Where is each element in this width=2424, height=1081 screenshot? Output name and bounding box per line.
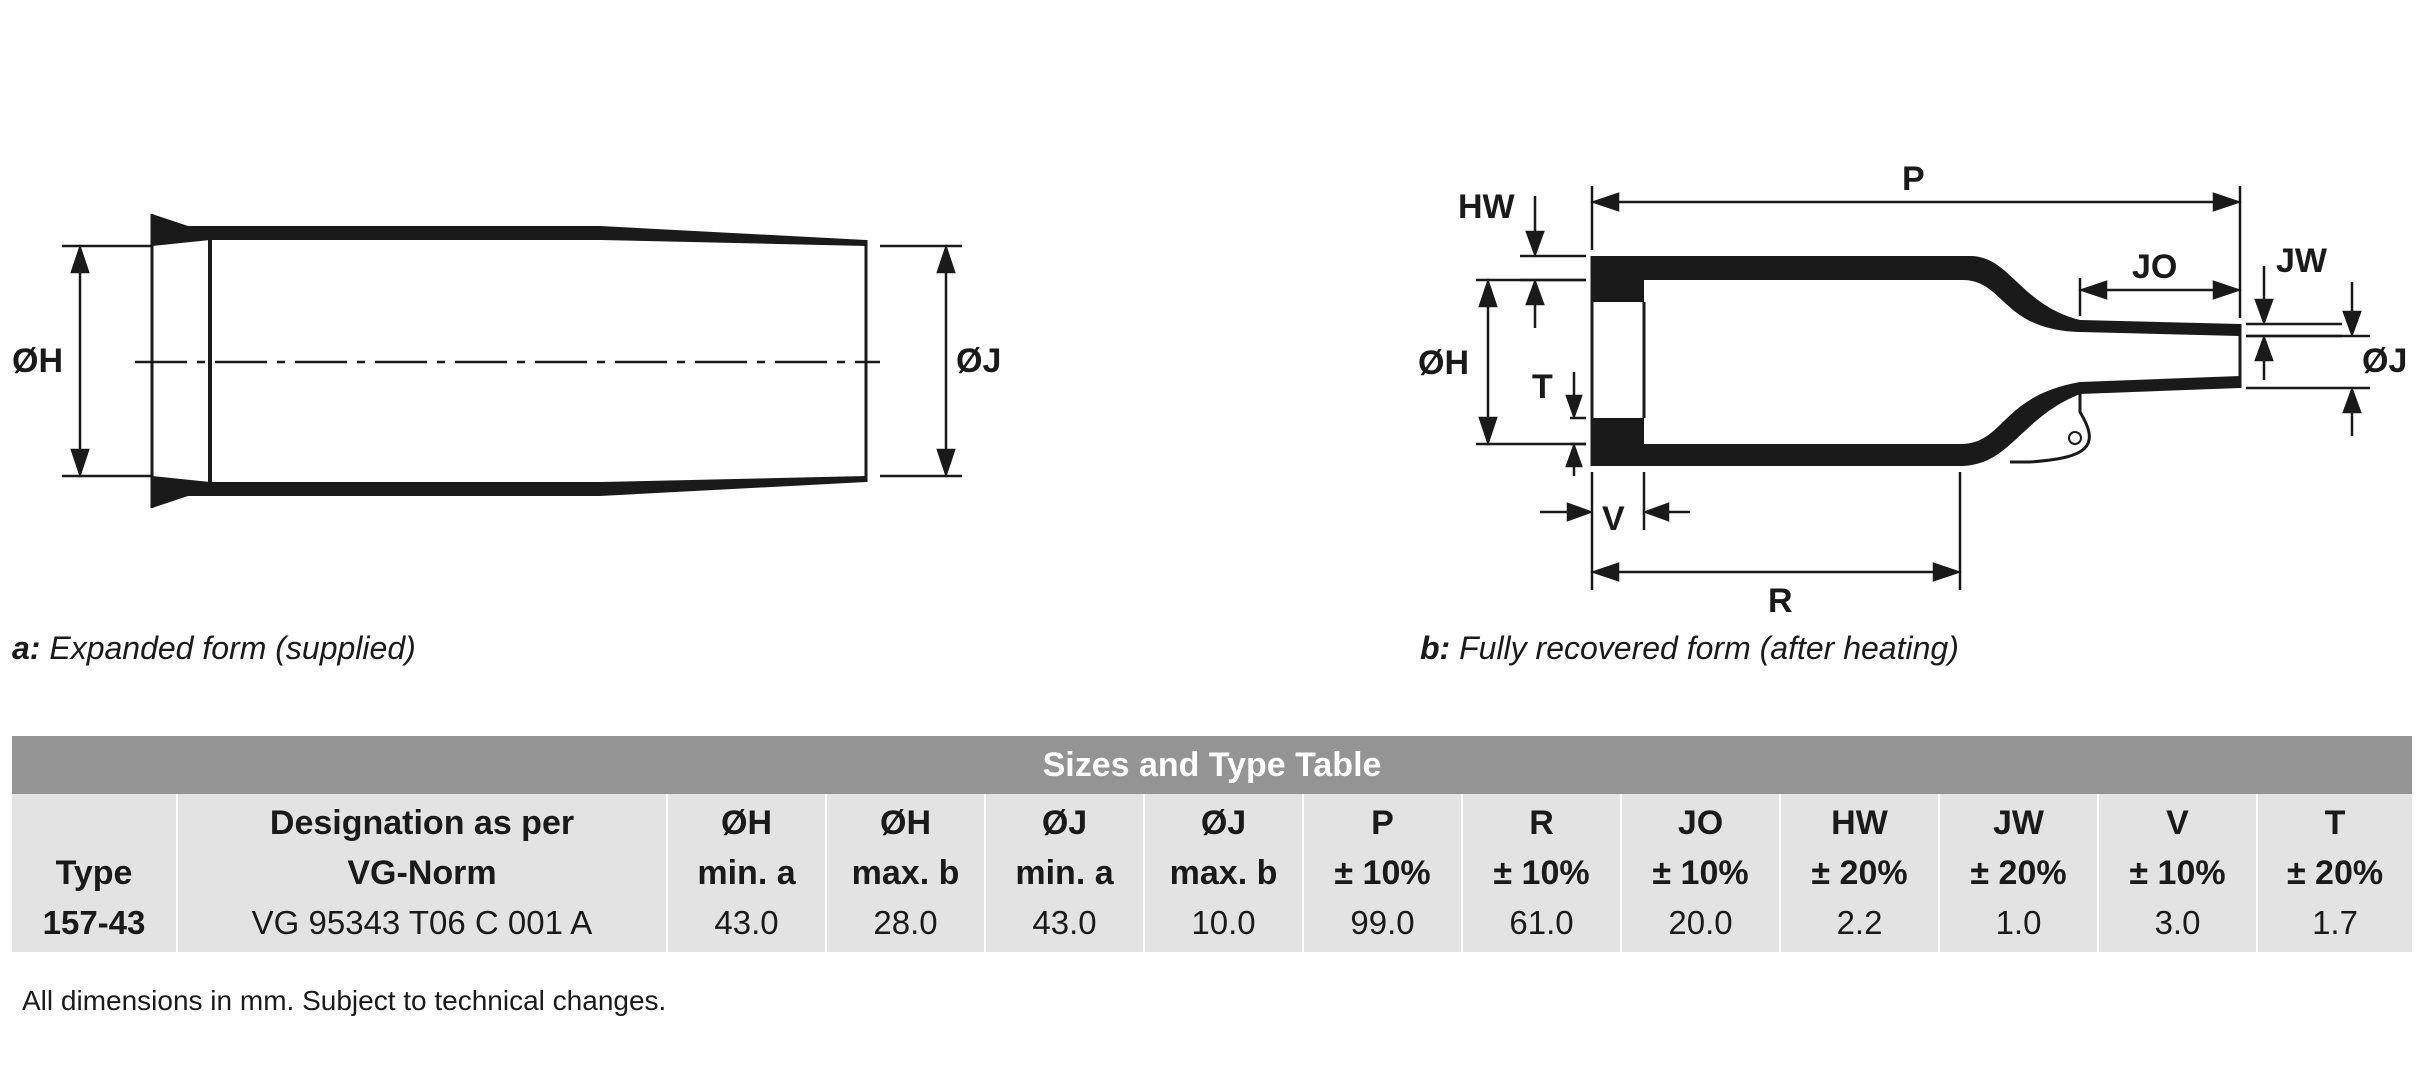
caption-b-letter: b: [1420, 630, 1451, 666]
cell-oj-max: 10.0 [1143, 898, 1303, 952]
header-oh-max: ØH max. b [825, 794, 985, 898]
label-oj-b: ØJ [2362, 342, 2407, 380]
dimension-p [1590, 186, 2242, 318]
header-r: R ± 10% [1461, 794, 1621, 898]
label-jo: JO [2132, 248, 2177, 286]
sizes-type-table: Sizes and Type Table Type Designation as … [12, 736, 2413, 952]
header-designation-line-2: VG-Norm [347, 854, 497, 892]
header-p-line-2: ± 10% [1334, 854, 1431, 892]
label-jw: JW [2276, 242, 2328, 280]
cell-hw: 2.2 [1779, 898, 1939, 952]
header-jw-line-1: JW [1993, 804, 2044, 842]
recovered-body [1590, 256, 2242, 466]
header-oj-min: ØJ min. a [984, 794, 1144, 898]
caption-expanded-form: a: Expanded form (supplied) [12, 630, 416, 667]
header-oj-min-line-1: ØJ [1041, 804, 1088, 842]
header-oh-min-line-1: ØH [721, 804, 772, 842]
label-t: T [1532, 368, 1553, 406]
caption-a-text: Expanded form (supplied) [40, 630, 416, 666]
dimension-oh [62, 244, 152, 478]
header-oh-max-line-1: ØH [880, 804, 931, 842]
expanded-form-drawing: ØH ØJ [12, 214, 1001, 508]
caption-a-letter: a: [12, 630, 41, 666]
dimension-jo [2078, 278, 2242, 316]
dimension-jw [2246, 266, 2342, 380]
cell-oj-min: 43.0 [984, 898, 1144, 952]
label-v: V [1602, 500, 1625, 538]
header-jw-line-2: ± 20% [1970, 854, 2067, 892]
header-p-line-1: P [1371, 804, 1394, 842]
header-oj-max-line-1: ØJ [1200, 804, 1247, 842]
header-type-line-2: Type [55, 854, 133, 892]
header-oj-max-line-2: max. b [1169, 854, 1278, 892]
cell-type: 157-43 [42, 904, 146, 941]
header-p: P ± 10% [1302, 794, 1462, 898]
header-t: T ± 20% [2255, 794, 2413, 898]
cell-oh-min: 43.0 [666, 898, 826, 952]
dimension-r [1590, 472, 1962, 590]
header-jo: JO ± 10% [1620, 794, 1780, 898]
header-jw: JW ± 20% [1938, 794, 2098, 898]
header-jo-line-1: JO [1677, 804, 1724, 842]
cell-jo: 20.0 [1620, 898, 1780, 952]
label-hw: HW [1458, 188, 1516, 226]
header-jo-line-2: ± 10% [1652, 854, 1749, 892]
cell-t: 1.7 [2255, 898, 2413, 952]
cell-jw: 1.0 [1938, 898, 2098, 952]
label-p: P [1902, 160, 1925, 198]
header-t-line-1: T [2324, 804, 2346, 842]
dimension-oh-b [1476, 278, 1586, 446]
header-oj-max: ØJ max. b [1143, 794, 1303, 898]
header-v: V ± 10% [2097, 794, 2257, 898]
cell-designation: VG 95343 T06 C 001 A [176, 898, 667, 952]
footnote: All dimensions in mm. Subject to technic… [22, 985, 667, 1016]
header-r-line-1: R [1529, 804, 1554, 842]
cell-p: 99.0 [1302, 898, 1462, 952]
label-oj: ØJ [956, 342, 1001, 380]
dimension-v [1540, 472, 1690, 590]
header-v-line-2: ± 10% [2129, 854, 2226, 892]
label-oh: ØH [12, 342, 63, 380]
header-hw-line-1: HW [1831, 804, 1888, 842]
header-t-line-2: ± 20% [2286, 854, 2384, 892]
dimension-hw [1520, 196, 1586, 328]
caption-b-text: Fully recovered form (after heating) [1450, 630, 1959, 666]
header-type-line-1 [12, 798, 176, 848]
header-oh-min: ØH min. a [666, 794, 826, 898]
dimension-oj-b [2246, 282, 2370, 436]
caption-recovered-form: b: Fully recovered form (after heating) [1420, 630, 1959, 667]
dimension-oj [880, 244, 962, 478]
cell-v: 3.0 [2097, 898, 2257, 952]
header-r-line-2: ± 10% [1493, 854, 1590, 892]
header-hw: HW ± 20% [1779, 794, 1939, 898]
label-oh-b: ØH [1418, 344, 1469, 382]
header-oh-min-line-2: min. a [697, 854, 796, 892]
header-oh-max-line-2: max. b [851, 854, 960, 892]
header-v-line-1: V [2166, 804, 2189, 842]
recovered-form-drawing: P JO HW ØH T JW [1418, 160, 2407, 620]
header-oj-min-line-2: min. a [1015, 854, 1114, 892]
label-r: R [1768, 582, 1793, 620]
header-hw-line-2: ± 20% [1811, 854, 1908, 892]
dimension-t [1565, 372, 1586, 476]
table-title: Sizes and Type Table [12, 736, 2413, 794]
cell-r: 61.0 [1461, 898, 1621, 952]
cell-oh-max: 28.0 [825, 898, 985, 952]
header-designation-line-1: Designation as per [269, 804, 575, 842]
header-type: Type [12, 794, 177, 898]
